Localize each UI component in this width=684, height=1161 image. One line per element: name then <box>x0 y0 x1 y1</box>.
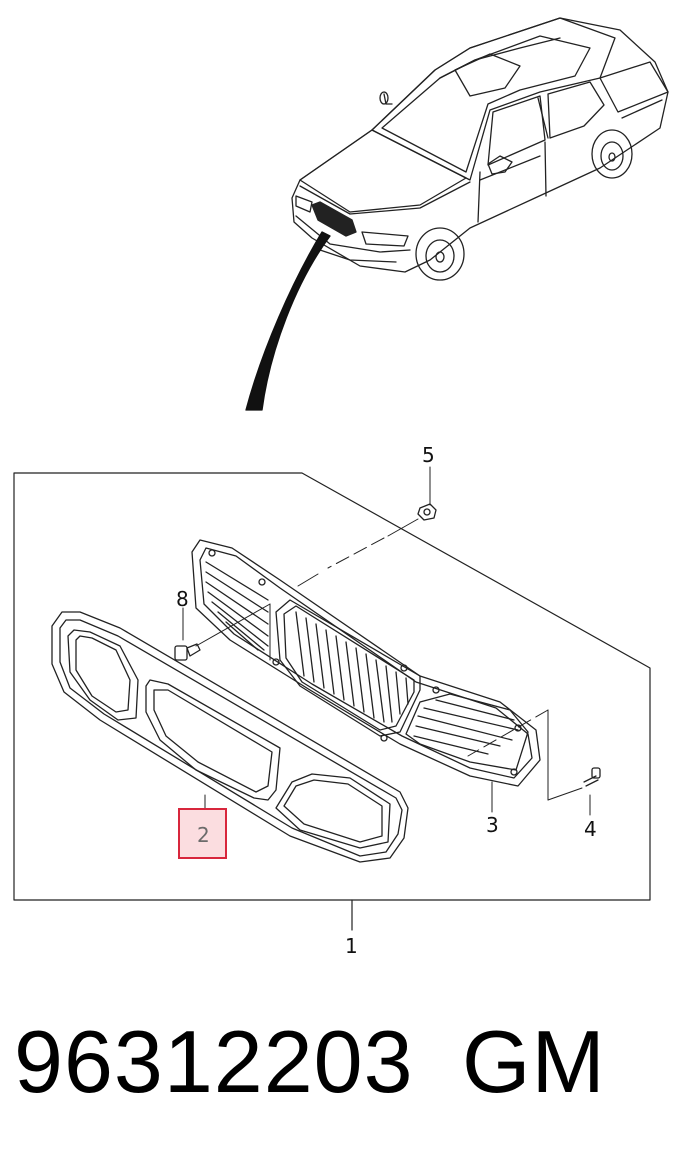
surround-part-2 <box>51 611 409 863</box>
callout-3: 3 <box>486 813 499 837</box>
leader-lines <box>182 466 591 816</box>
brand-label: GM <box>462 1012 606 1111</box>
car-illustration <box>291 17 669 281</box>
part-number: 96312203 <box>14 1012 414 1111</box>
callout-4: 4 <box>584 817 597 841</box>
assembly-frame <box>13 472 651 901</box>
bolt-part-8 <box>174 643 201 661</box>
screw-part-4 <box>583 767 601 787</box>
highlight-box <box>178 808 227 859</box>
indicator-arrow <box>245 231 331 411</box>
callout-8: 8 <box>176 587 189 611</box>
callout-5: 5 <box>422 443 435 467</box>
callout-1: 1 <box>345 934 358 958</box>
nut-part-5 <box>417 503 437 521</box>
callout-2: 2 <box>197 823 210 847</box>
grille-part-3 <box>191 539 541 787</box>
